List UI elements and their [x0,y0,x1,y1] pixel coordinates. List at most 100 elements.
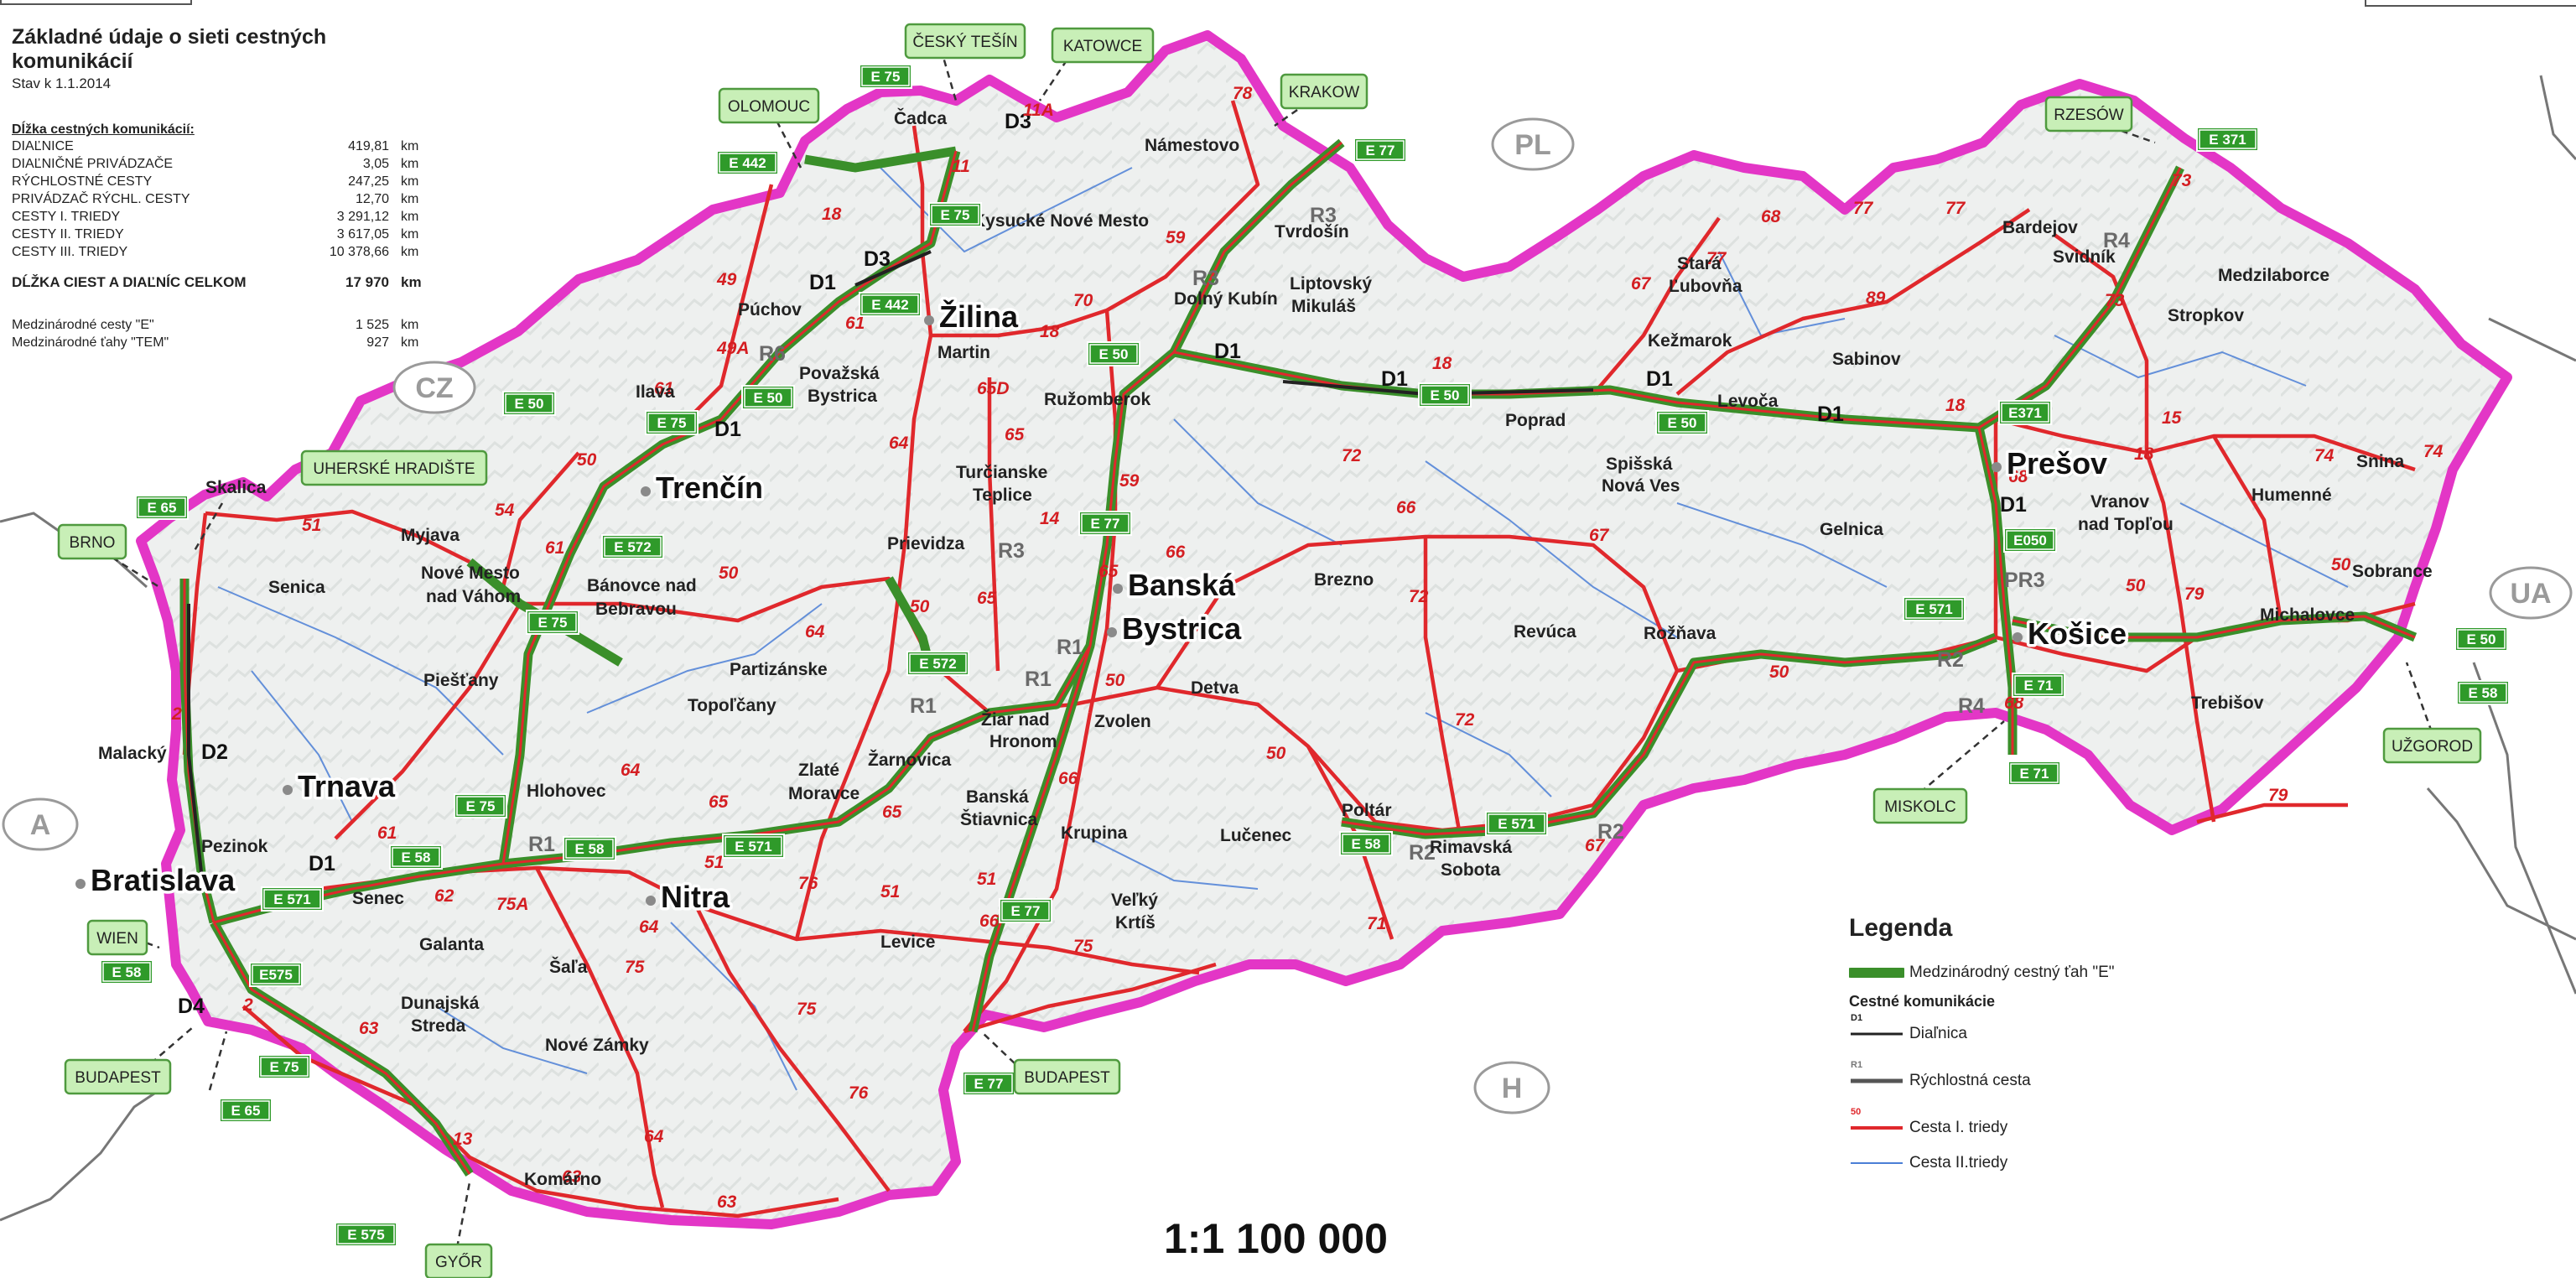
road-number: D1 [1381,367,1408,391]
road-number: 75 [625,958,645,977]
e-road-code: E 65 [231,1103,261,1119]
legend-e-road-label: Medzinárodný cestný ťah "E" [1909,964,2115,981]
e-road-badge: E 371 [2196,127,2259,152]
capital-halo: Trnava [298,769,396,803]
e-road-badge: E 75 [645,410,699,435]
row-unit: km [401,335,419,350]
city-marker [1107,627,1117,637]
row-unit: km [401,245,419,259]
e-road-badge: E575 [249,962,303,987]
row-value: 10 378,66 [329,245,389,259]
row-value: 419,81 [348,139,389,153]
road-number: 61 [545,538,564,558]
road-number: R2 [1409,841,1436,865]
e-road-code: E 58 [575,841,605,857]
legend-section: Cestné komunikácie [1849,993,1996,1010]
e-road-badge: E 75 [859,64,912,89]
border-crossing-label: UHERSKÉ HRADIŠTE [300,449,488,486]
row-name: CESTY II. TRIEDY [12,227,124,242]
class2-swatch [1849,1154,1904,1172]
legend-motorway-label: Diaľnica [1909,1025,1967,1042]
road-number: 65 [1005,425,1025,444]
town-label: Stará [1677,254,1722,273]
road-number: 59 [1119,471,1140,491]
road-number: 18 [1432,354,1452,373]
e-road-badge: E 50 [1087,341,1140,366]
city-marker [1992,462,2002,472]
legend-class2-label: Cesta II.triedy [1909,1154,2008,1172]
e-road-badge: E 571 [722,834,785,859]
e-roads [179,138,2418,1177]
e-road-code: E 75 [270,1059,299,1075]
road-number: 62 [434,886,454,906]
capital-halo: Prešov [2007,446,2107,481]
town-label: Žiar nad [981,709,1050,730]
city-marker [75,879,86,889]
town-label: Ružomberok [1044,390,1151,409]
map-scale: 1:1 100 000 [1164,1215,1388,1262]
e-road-badge: E 572 [601,534,664,559]
road-number: 51 [977,870,996,889]
row-unit: km [401,157,419,171]
capital-halo: Banská [1128,568,1236,602]
road-number: 61 [377,823,397,843]
network-summary: Základné údaje o sieti cestných komuniká… [12,25,423,351]
road-number: 63 [359,1019,379,1038]
town-label: Senec [352,889,404,908]
road-number: 77 [1853,199,1874,218]
town-label: Komárno [524,1170,601,1189]
road-number: 66 [979,912,1000,931]
e-road-badge: E 50 [741,385,795,410]
row-name: Medzinárodné ťahy "TEM" [12,335,169,350]
road-number: 11 [952,157,970,176]
class1-code: 50 [1851,1107,1862,1117]
town-label: Zvolen [1094,712,1151,731]
road-number: 66 [1166,543,1186,562]
town-label: Nové Mesto [421,564,520,583]
class-2-roads [217,167,2349,1091]
border-crossing-label: MISKOLC [1872,787,1968,824]
town-label: Spišská [1606,455,1673,474]
town-label: Moravce [788,784,860,803]
border-crossing-label: GYŐR [424,1243,493,1278]
road-number: 75A [496,895,529,914]
e-road-code: E 50 [1668,415,1697,431]
destination-name: RZESÓW [2054,106,2123,124]
e-road-badge: E 75 [257,1054,311,1079]
row-unit: km [401,210,419,224]
town-label: Šaľa [549,957,588,977]
row-name: RÝCHLOSTNÉ CESTY [12,174,153,189]
town-label: Hronom [989,732,1057,751]
e-road-code: E 571 [1498,816,1535,832]
city-marker [283,785,293,795]
town-label: Senica [268,578,325,597]
e-road-badge: E 571 [1903,596,1966,621]
e-road-badge: E 65 [135,495,189,520]
road-number: R2 [1937,648,1964,672]
row-value: 12,70 [355,192,389,206]
town-label: Brezno [1314,570,1374,590]
legend: Legenda Medzinárodný cestný ťah "E" Cest… [1846,914,2168,1178]
town-label: Sobota [1441,860,1500,880]
e-road-badge: E 75 [526,610,579,635]
town-label: Teplice [973,486,1032,505]
town-label: Štiavnica [960,809,1038,829]
town-label: Sobrance [2352,562,2433,581]
road-number: 64 [621,761,641,780]
city-marker [646,896,656,906]
town-label: Turčianske [956,463,1047,482]
road-number: D1 [809,271,836,294]
row-unit: km [401,139,419,153]
country-code: CZ [415,372,453,404]
e-road-code: E 77 [1011,903,1041,919]
e-road-badge: E 75 [928,202,982,227]
road-number: 50 [719,564,739,583]
road-number: 68 [1761,207,1781,226]
legend-class2: Cesta II.triedy [1849,1148,2168,1178]
capital-label: Bystrica [1122,611,1242,646]
e-road-swatch [1846,964,1908,982]
row-name: Medzinárodné cesty "E" [12,318,154,332]
